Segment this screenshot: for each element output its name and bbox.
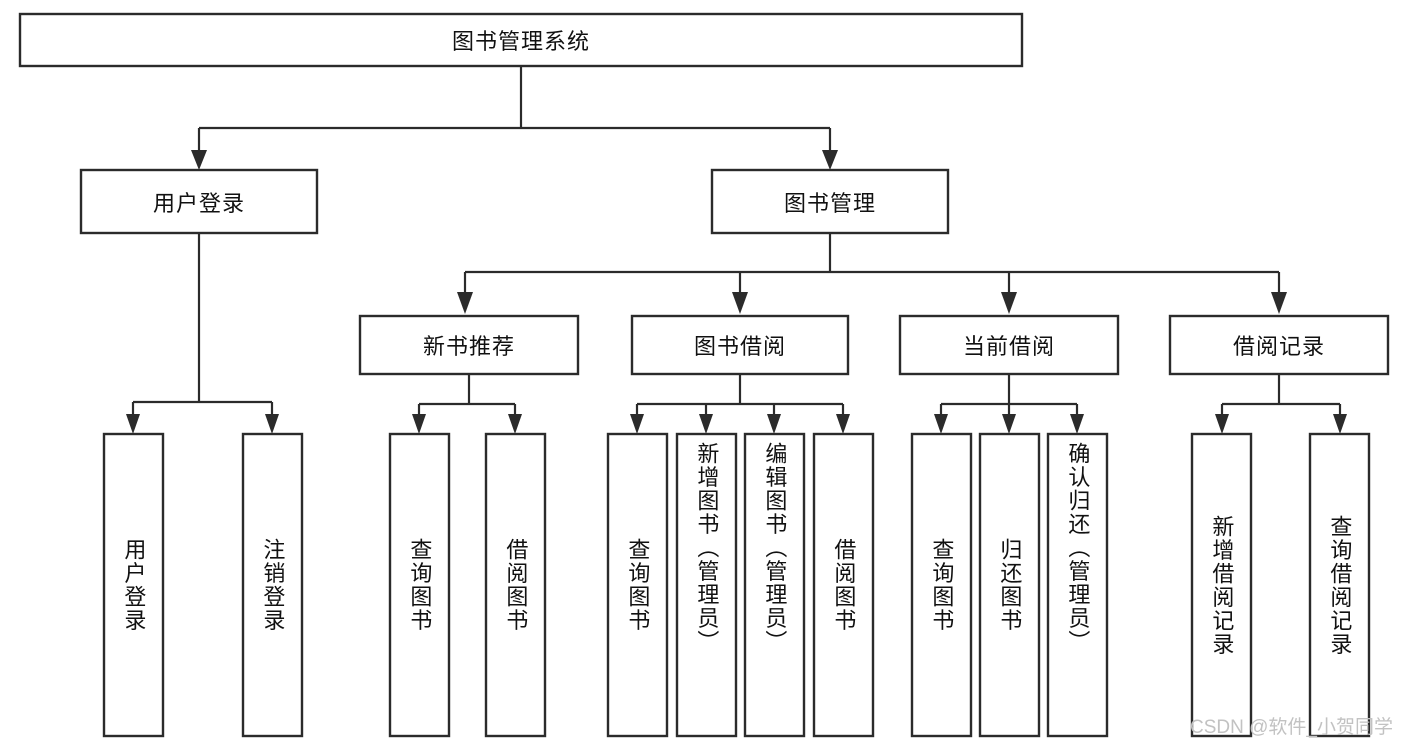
arrow-head-book-management [822, 150, 838, 170]
arrow-head-leaf-query-record [1333, 414, 1347, 434]
connector-group-root [191, 67, 838, 170]
node-box-borrow-record[interactable] [1168, 314, 1390, 376]
arrow-head-leaf-user-login [126, 414, 140, 434]
node-box-leaf-add-book[interactable] [675, 432, 738, 738]
node-box-leaf-edit-book[interactable] [743, 432, 806, 738]
arrow-head-borrow-record [1271, 292, 1287, 314]
arrow-head-user-login [191, 150, 207, 170]
arrow-head-leaf-return-book [1002, 414, 1016, 434]
connector-group-new-book-recommend [412, 374, 522, 434]
node-box-current-borrow[interactable] [898, 314, 1120, 376]
arrow-head-leaf-borrow-book-2 [836, 414, 850, 434]
arrow-head-new-book-recommend [457, 292, 473, 314]
node-box-leaf-query-record[interactable] [1308, 432, 1371, 738]
node-box-user-login[interactable] [79, 168, 319, 235]
arrow-head-current-borrow [1001, 292, 1017, 314]
arrow-head-leaf-query-book-3 [934, 414, 948, 434]
node-box-leaf-user-login[interactable] [102, 432, 165, 738]
arrow-head-leaf-query-book-2 [630, 414, 644, 434]
arrow-head-leaf-edit-book [767, 414, 781, 434]
node-box-new-book-recommend[interactable] [358, 314, 580, 376]
connector-group-user-login [126, 233, 279, 434]
arrow-head-book-borrow [732, 292, 748, 314]
arrow-head-leaf-borrow-book-1 [508, 414, 522, 434]
node-box-book-management[interactable] [710, 168, 950, 235]
connector-group-borrow-record [1215, 374, 1347, 434]
arrow-head-leaf-logout [265, 414, 279, 434]
arrow-head-leaf-add-book [699, 414, 713, 434]
node-box-leaf-query-book-1[interactable] [388, 432, 451, 738]
connector-group-book-management [457, 233, 1287, 314]
node-box-leaf-borrow-book-1[interactable] [484, 432, 547, 738]
node-box-leaf-query-book-2[interactable] [606, 432, 669, 738]
arrow-head-leaf-confirm-return [1070, 414, 1084, 434]
node-box-leaf-add-record[interactable] [1190, 432, 1253, 738]
arrow-head-leaf-query-book-1 [412, 414, 426, 434]
node-box-leaf-return-book[interactable] [978, 432, 1041, 738]
node-box-book-borrow[interactable] [630, 314, 850, 376]
node-box-leaf-query-book-3[interactable] [910, 432, 973, 738]
node-box-leaf-logout[interactable] [241, 432, 304, 738]
node-box-leaf-borrow-book-2[interactable] [812, 432, 875, 738]
node-box-root[interactable] [18, 12, 1024, 68]
arrow-head-leaf-add-record [1215, 414, 1229, 434]
connector-group-book-borrow [630, 374, 850, 434]
connector-group-current-borrow [934, 374, 1084, 434]
node-box-leaf-confirm-return[interactable] [1046, 432, 1109, 738]
